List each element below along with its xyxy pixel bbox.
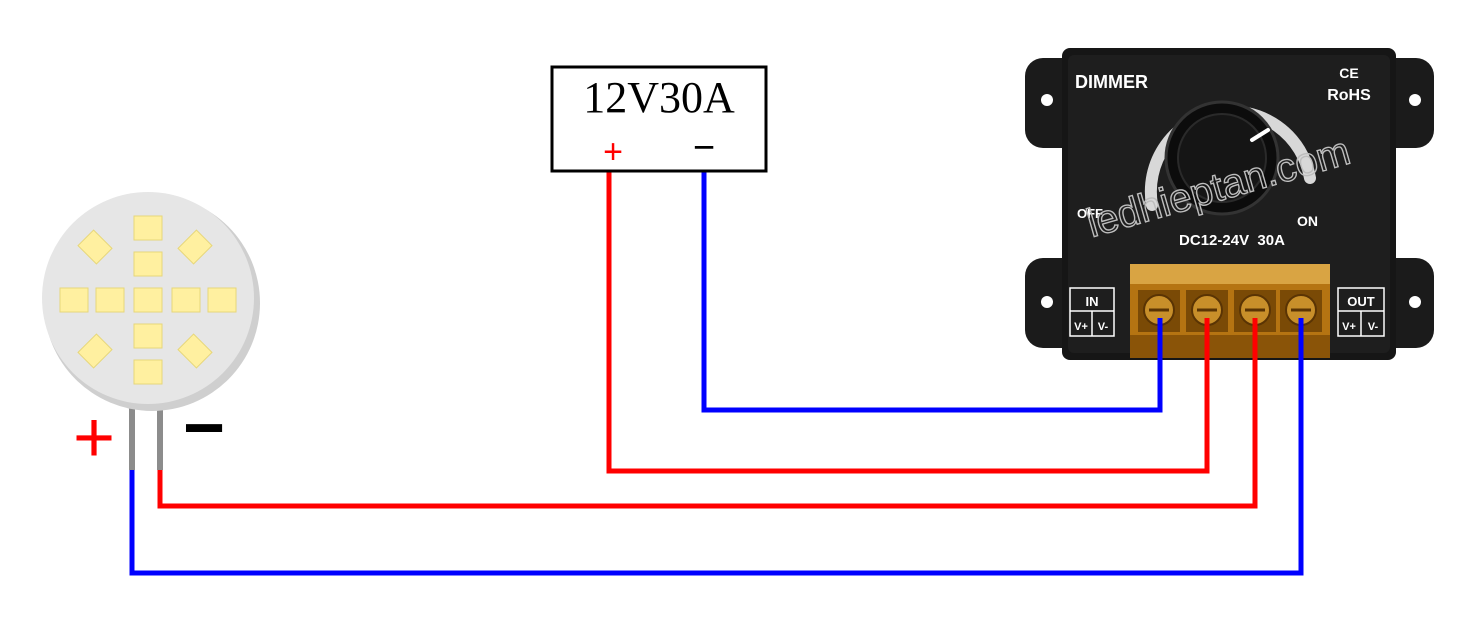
dimmer-knob-indicator <box>1250 128 1270 142</box>
dial-off-label: OFF <box>1077 206 1103 221</box>
dimmer-knob-cap <box>1177 113 1267 203</box>
dimmer-brand-label: DIMMER <box>1075 72 1148 92</box>
dial-on-label: ON <box>1297 213 1318 229</box>
led-chip <box>77 229 113 265</box>
dimmer-out-to-led-positive-wire <box>157 320 1258 509</box>
led-plus-symbol: + <box>73 398 115 478</box>
in-vplus-label: V+ <box>1074 321 1088 333</box>
out-vplus-label: V+ <box>1342 321 1356 333</box>
led-chip <box>133 323 163 349</box>
led-chip <box>133 251 163 277</box>
led-chip <box>133 287 163 313</box>
led-minus-symbol: − <box>183 388 225 468</box>
led-chip <box>77 333 113 369</box>
in-label: IN <box>1086 294 1099 309</box>
power-supply-plus-symbol: + <box>603 133 623 171</box>
terminal-block-lower <box>1130 335 1330 358</box>
rohs-mark: RoHS <box>1327 87 1371 104</box>
mount-hole-top-left <box>1041 94 1053 106</box>
led-chip <box>177 229 213 265</box>
out-vminus-label: V- <box>1368 321 1379 333</box>
terminal-screw-in-minus[interactable] <box>1186 290 1228 332</box>
led-chip <box>133 215 163 241</box>
power-supply-rating: 12V30A <box>583 73 735 122</box>
power-supply: 12V30A + − <box>550 65 768 173</box>
led-chip <box>133 359 163 385</box>
mount-hole-top-right <box>1409 94 1421 106</box>
power-supply-box <box>550 65 768 173</box>
psu-positive-to-dimmer-in-wire <box>606 170 1210 474</box>
mount-hole-bottom-right <box>1409 296 1421 308</box>
dimmer-module: DIMMER CE RoHS OFF ON DC12-24V 30A IN V+… <box>1025 48 1434 360</box>
led-chip <box>59 287 89 313</box>
dimmer-out-to-led-negative-wire <box>129 320 1304 576</box>
led-module: + − <box>42 192 260 478</box>
power-supply-minus-symbol: − <box>693 127 715 169</box>
wires <box>129 170 1304 576</box>
led-chip <box>171 287 201 313</box>
out-label: OUT <box>1347 294 1375 309</box>
led-chip <box>95 287 125 313</box>
led-chip <box>207 287 237 313</box>
mount-hole-bottom-left <box>1041 296 1053 308</box>
in-vminus-label: V- <box>1098 321 1109 333</box>
terminal-block-top <box>1130 264 1330 284</box>
dimmer-spec-label: DC12-24V 30A <box>1179 232 1285 249</box>
ce-mark: CE <box>1339 65 1358 81</box>
psu-negative-to-dimmer-in-wire <box>701 170 1163 413</box>
led-chip <box>177 333 213 369</box>
led-chips <box>59 215 237 385</box>
